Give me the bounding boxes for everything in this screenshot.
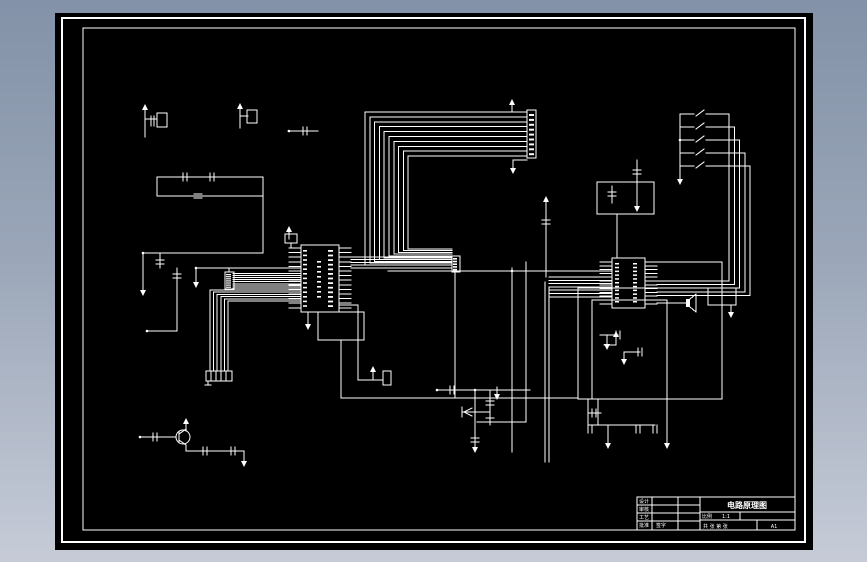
title-block-label: A1: [771, 524, 778, 530]
sheet-border: [61, 17, 806, 543]
title-block-label: 共 张 第 张: [703, 523, 728, 530]
title-block-label: 批准: [639, 522, 649, 529]
transistor-symbol: [175, 429, 191, 445]
buzzer-symbol: [686, 293, 697, 313]
title-block-label: 设计: [639, 498, 649, 505]
wires: [139, 109, 732, 463]
passive-symbols: [152, 126, 658, 456]
title-block-label: 比例: [702, 513, 712, 520]
power-symbols: [140, 99, 734, 467]
ic-pin-labels: [226, 114, 637, 307]
title-block-text: 设计审核工艺批准签字 电路原理图比例 1:1 共 张 第 张 A1: [639, 498, 777, 530]
title-block-label: 签字: [656, 522, 666, 529]
title-block-label: 工艺: [639, 515, 649, 521]
junction-dots: [138, 129, 682, 439]
title-block-label: 审核: [639, 506, 649, 513]
title-block-label: 1:1: [722, 514, 730, 520]
title-block-label: 电路原理图: [727, 500, 767, 510]
component-boxes: [156, 109, 737, 400]
title-block: [636, 496, 796, 531]
